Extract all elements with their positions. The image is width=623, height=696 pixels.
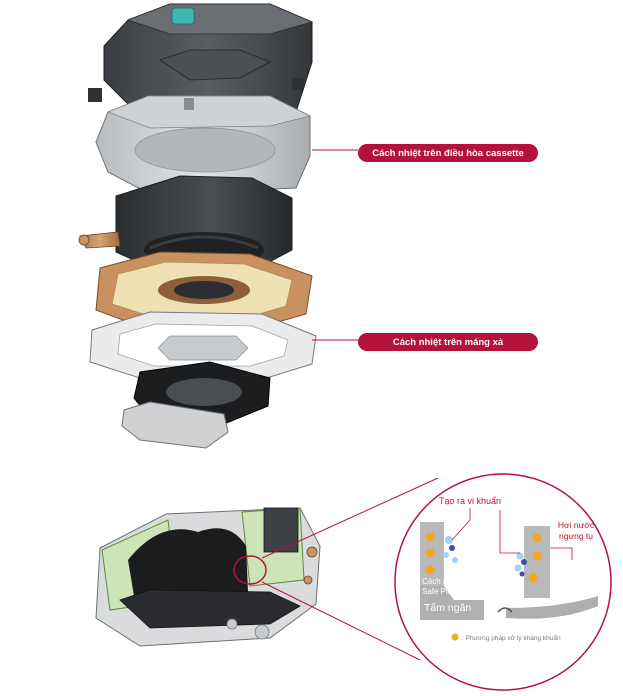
- top-casing: [88, 3, 314, 117]
- condensation-leader: [550, 547, 573, 560]
- exploded-cassette-unit: [78, 3, 317, 449]
- drain-hook: [497, 607, 513, 613]
- antibacterial-dots: [425, 532, 542, 583]
- bacteria-label: Tạo ra vi khuẩn: [439, 496, 501, 506]
- callout-drain-pan-insulation: Cách nhiệt trên máng xả: [358, 333, 538, 351]
- insulation-label-line2: Safe Plus: [422, 587, 456, 596]
- detail-magnified-view: Tạo ra vi khuẩn Hơi nước ngưng tụ Cách n…: [394, 473, 612, 691]
- insulation-label-line1: Cách nhiệt: [422, 577, 461, 586]
- zoom-line-bottom: [261, 581, 421, 661]
- detail-circle: [394, 473, 612, 691]
- callout-drain-pan-insulation-text: Cách nhiệt trên máng xả: [392, 336, 504, 348]
- callout-cassette-insulation: Cách nhiệt trên điều hòa cassette: [358, 144, 538, 162]
- partition-plate: [420, 586, 484, 620]
- zoom-line-top: [261, 477, 439, 559]
- bacteria-leader-right: [499, 510, 520, 554]
- drain-pan-insulation: [95, 251, 313, 331]
- legend-dot: [451, 633, 459, 641]
- partition-label: Tấm ngăn: [424, 602, 471, 614]
- magnifier-marker: [233, 555, 267, 585]
- bacteria-condensation-cluster-right: [514, 552, 527, 577]
- bacteria-condensation-cluster-left: [443, 536, 458, 563]
- condensation-label-line1: Hơi nước: [558, 520, 595, 530]
- bacteria-leader-2: [451, 519, 471, 541]
- bottom-cover: [121, 401, 229, 449]
- condensation-label-line2: ngưng tụ: [559, 531, 593, 541]
- callout-cassette-insulation-text: Cách nhiệt trên điều hòa cassette: [372, 147, 524, 159]
- legend-text: : Phương pháp xử lý kháng khuẩn: [462, 634, 561, 642]
- cassette-cutaway: [95, 507, 321, 647]
- drain-surface: [506, 596, 598, 619]
- cassette-insulation-shell: [95, 95, 312, 195]
- panel-frame: [89, 311, 317, 381]
